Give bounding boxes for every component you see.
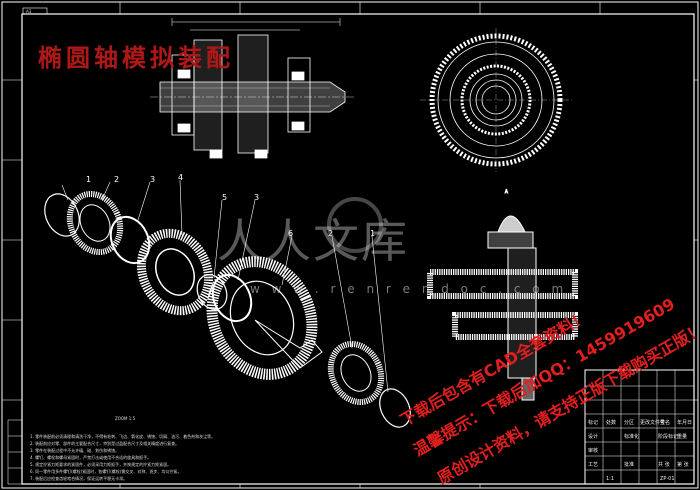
part-number: 4 — [178, 173, 183, 182]
drawing-scale: 1:1 — [606, 476, 614, 482]
note-line: 5. 规定拧紧力矩要求的紧固件，必须采用力矩扳手，并按规定的拧紧力矩紧固。 — [30, 461, 171, 467]
tb-cell: 标记 — [588, 419, 598, 426]
part-number: 3 — [254, 193, 259, 202]
tb-cell: 共 张 — [658, 461, 670, 468]
tb-cell: 重量 — [677, 433, 687, 440]
gear-front-view — [420, 28, 572, 172]
tb-cell: 签名 — [660, 419, 670, 426]
part-number: 1 — [86, 175, 91, 184]
note-line: 6. 同一零件用多件螺钉(螺栓)紧固时，各螺钉(螺栓)需交叉、对称、逐步、均匀拧… — [30, 468, 181, 474]
part-number: 1 — [370, 229, 375, 238]
exploded-view — [44, 179, 411, 428]
part-number: 6 — [288, 229, 293, 238]
border-tag: A3 — [26, 9, 32, 14]
tb-cell: 年月日 — [677, 419, 692, 426]
note-line: 3. 零件在装配过程中不允许磕、碰、划伤和锈蚀。 — [30, 447, 119, 453]
inner-frame — [21, 13, 695, 485]
tb-cell: 分区 — [624, 419, 634, 426]
view-caption: ZOOM 1:5 — [115, 416, 136, 421]
watermark-text: 人人文库 — [217, 214, 409, 268]
watermark-logo-icon — [327, 197, 383, 253]
part-number: 2 — [114, 175, 119, 184]
tb-cell: 更改文件号 — [640, 419, 665, 426]
tb-cell: 工艺 — [588, 462, 598, 468]
shaft-section-view — [150, 18, 355, 159]
tb-cell: 第 张 — [677, 461, 689, 468]
title-block: 标记 处数 分区 更改文件号 签名 年月日 设计 标准化 阶段标记 重量 审核 … — [584, 369, 695, 485]
drawing-title: 椭圆轴模拟装配 — [38, 43, 234, 72]
part-number: 5 — [222, 193, 227, 202]
note-line: 4. 螺钉、螺栓和螺母紧固时，严禁打击或使用不合适的旋具和扳手。 — [30, 454, 151, 460]
tb-cell: 阶段标记 — [658, 433, 678, 440]
tb-cell: 处数 — [606, 419, 616, 426]
technical-notes: 1. 零件装配前必须清理和清洗干净，不得有毛刺、飞边、氧化皮、锈蚀、切屑、油污、… — [30, 433, 215, 481]
watermark-url: w w w . r e n r e n d o c . c o m — [250, 282, 568, 296]
note-line: 2. 装配前应对零、部件的主要配合尺寸，特别是过盈配合尺寸及相关精度进行复查。 — [30, 440, 179, 446]
left-strip — [7, 419, 23, 485]
tb-cell: 标准化 — [624, 433, 639, 440]
part-number-labels: 1 2 3 4 5 3 6 2 1 — [86, 173, 375, 238]
part-number: 2 — [328, 229, 333, 238]
view-id-label: A — [505, 189, 508, 194]
tb-cell: 设计 — [588, 433, 598, 440]
tb-cell: 审核 — [588, 447, 598, 454]
part-number: 3 — [150, 175, 155, 184]
note-line: 1. 零件装配前必须清理和清洗干净，不得有毛刺、飞边、氧化皮、锈蚀、切屑、油污、… — [30, 433, 215, 439]
note-line: 7. 装配后应检查齿轮啮合情况，保证运转平稳无卡滞。 — [30, 475, 127, 481]
border-tag-box — [22, 7, 48, 15]
drawing-number: ZP-01 — [660, 476, 675, 482]
tb-cell: 批准 — [624, 461, 634, 468]
shaft-iso-view: A — [427, 189, 578, 401]
